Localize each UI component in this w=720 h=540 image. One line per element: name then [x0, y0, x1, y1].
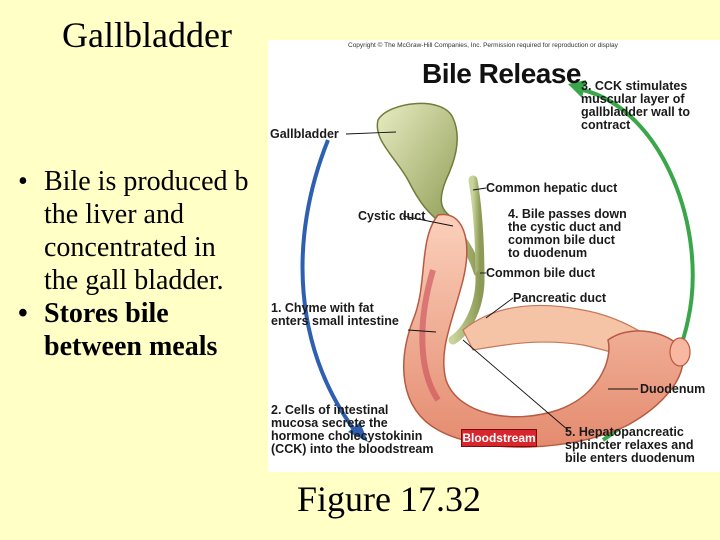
bile-release-figure: Copyright © The McGraw-Hill Companies, I…: [268, 40, 720, 472]
gallbladder-shape: [376, 102, 458, 227]
arrowhead-green: [568, 80, 586, 98]
figure-caption: Figure 17.32: [297, 479, 481, 519]
bloodstream-badge: Bloodstream: [461, 429, 537, 447]
bullet-stores-bile: • Stores bile between meals: [14, 297, 284, 363]
leader-step5: [462, 339, 569, 431]
label-gallbladder: Gallbladder: [270, 127, 339, 141]
bullet-list: • Bile is produced b the liver and conce…: [14, 165, 284, 363]
label-pancreatic-duct: Pancreatic duct: [513, 291, 607, 305]
arrowhead-blue: [348, 422, 368, 442]
common-bile-duct-shape: [448, 270, 485, 345]
label-step-1: 1. Chyme with fat enters small intestine: [271, 301, 399, 328]
figure-title: Bile Release: [422, 58, 582, 89]
bullet-line: Stores bile: [44, 298, 169, 329]
bullet-line: concentrated in: [44, 232, 216, 263]
leader-hepatic: [472, 187, 487, 191]
label-step-3: 3. CCK stimulates muscular layer of gall…: [581, 79, 691, 132]
anatomy-illustration: [300, 80, 695, 448]
bullet-line: the gall bladder.: [44, 265, 224, 296]
copyright-notice: Copyright © The McGraw-Hill Companies, I…: [348, 42, 618, 49]
leader-step1: [407, 329, 437, 333]
label-common-hepatic-duct: Common hepatic duct: [486, 181, 618, 195]
bullet-line: Bile is produced b: [44, 166, 249, 197]
label-duodenum: Duodenum: [640, 382, 706, 396]
duodenum-opening: [669, 337, 691, 367]
bullet-line: between meals: [44, 331, 218, 362]
label-common-bile-duct: Common bile duct: [486, 266, 596, 280]
bullet-marker: •: [18, 298, 28, 329]
label-step-4: 4. Bile passes down the cystic duct and …: [508, 207, 627, 260]
bullet-bile-produced: • Bile is produced b the liver and conce…: [14, 165, 284, 297]
slide-title: Gallbladder: [62, 15, 232, 55]
bullet-line: the liver and: [44, 199, 184, 230]
label-step-5: 5. Hepatopancreatic sphincter relaxes an…: [565, 425, 695, 465]
label-cystic-duct: Cystic duct: [358, 209, 426, 223]
duodenum-fold: [419, 269, 441, 402]
leader-pancreatic: [485, 297, 514, 319]
leader-gallbladder: [345, 131, 397, 135]
cycle-arrow-blue: [300, 139, 360, 437]
bullet-marker: •: [18, 166, 28, 197]
label-step-2: 2. Cells of intestinal mucosa secrete th…: [271, 403, 434, 456]
leader-cystic: [402, 215, 454, 227]
